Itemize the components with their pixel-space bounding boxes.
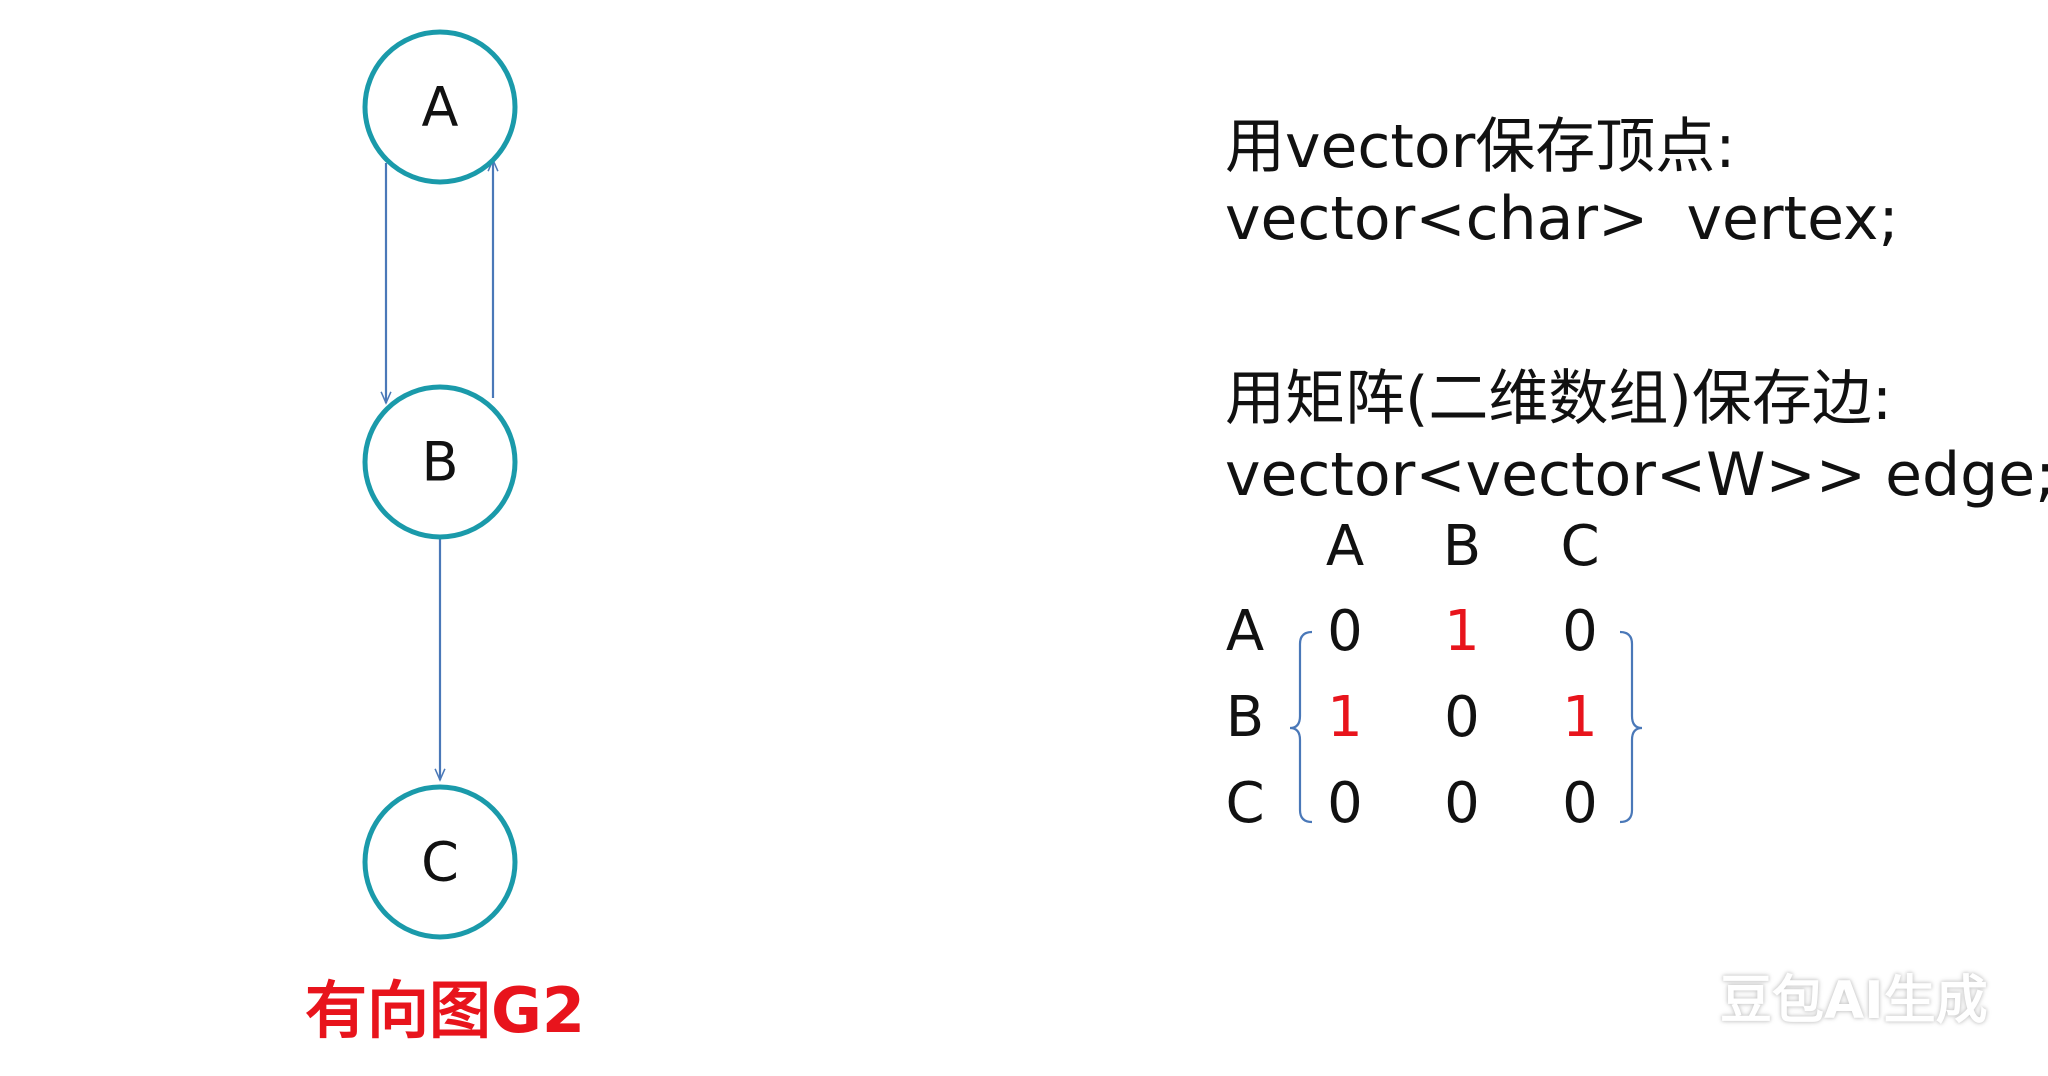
vertex-storage-title: 用vector保存顶点:: [1225, 112, 1736, 182]
matrix-col-header-b: B: [1443, 520, 1481, 579]
edge-storage-code: vector<vector<W>> edge;: [1225, 440, 2048, 510]
matrix-cell-b-a: 1: [1327, 685, 1363, 750]
node-b-label: B: [421, 431, 458, 494]
matrix-cell-a-c: 0: [1562, 599, 1598, 664]
matrix-right-brace: [1619, 630, 1643, 824]
matrix-col-header-a: A: [1326, 520, 1364, 579]
node-a-label: A: [422, 76, 459, 139]
graph-caption: 有向图G2: [305, 974, 586, 1047]
matrix-left-brace: [1289, 630, 1313, 824]
vertex-storage-code: vector<char> vertex;: [1225, 184, 1899, 254]
matrix-row-header-c: C: [1225, 771, 1264, 836]
adjacency-matrix: A B C A B C 0 1 0 1 0 1 0 0 0: [1225, 520, 1643, 836]
matrix-cell-b-b: 0: [1444, 685, 1480, 750]
edge-storage-title: 用矩阵(二维数组)保存边:: [1225, 364, 1893, 434]
matrix-row-header-a: A: [1226, 599, 1264, 664]
matrix-cell-a-b: 1: [1444, 599, 1480, 664]
matrix-col-header-c: C: [1560, 520, 1599, 579]
matrix-cell-c-c: 0: [1562, 771, 1598, 836]
node-c: C: [362, 784, 518, 940]
matrix-cell-b-c: 1: [1562, 685, 1598, 750]
node-b: B: [362, 384, 518, 540]
matrix-cell-a-a: 0: [1327, 599, 1363, 664]
watermark: 豆包AI生成: [1720, 971, 1988, 1031]
matrix-cell-c-a: 0: [1327, 771, 1363, 836]
node-c-label: C: [421, 831, 459, 894]
node-a: A: [362, 29, 518, 185]
matrix-cell-c-b: 0: [1444, 771, 1480, 836]
matrix-row-header-b: B: [1226, 685, 1264, 750]
